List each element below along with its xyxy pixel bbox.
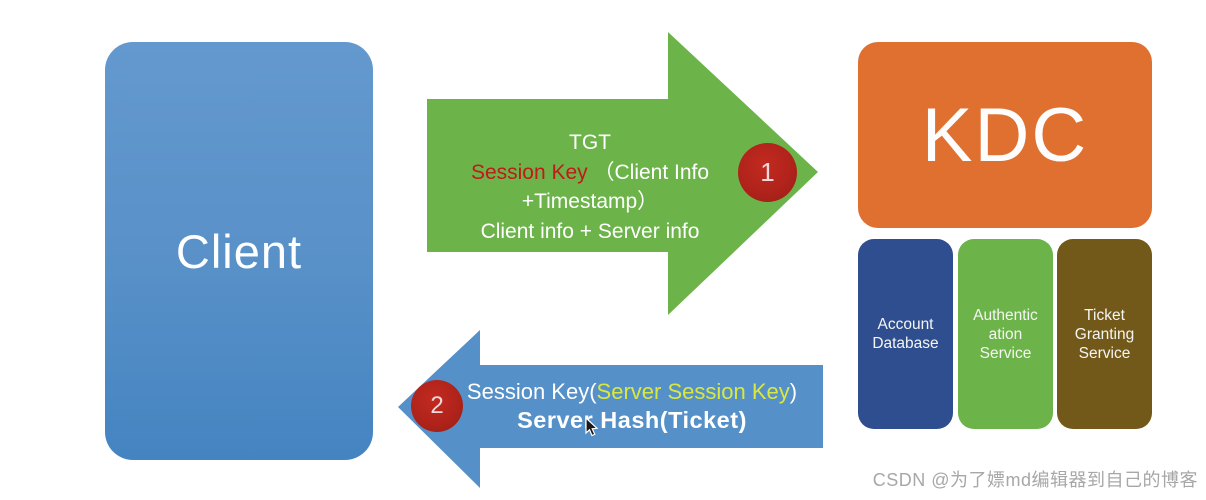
response-session-key-pre: Session Key( [466,379,597,404]
request-line-session-key: Session Key （Client Info [430,158,750,188]
authentication-service-label: Authentic ation Service [973,306,1038,362]
step-2-number: 2 [430,392,444,419]
ticket-granting-service-label: Ticket Granting Service [1074,306,1135,362]
client-label: Client [175,224,303,278]
kdc-box: KDC [858,42,1152,228]
request-line-tgt: TGT [569,131,611,154]
server-session-key-highlight: Server Session Key [596,379,790,404]
step-1-badge: 1 [738,143,797,202]
session-key-highlight: Session Key [470,160,588,184]
request-line-timestamp: +Timestamp） [521,190,659,213]
response-session-key-post: ) [789,379,798,404]
step-1-number: 1 [760,157,775,187]
ticket-granting-service-box: Ticket Granting Service [1057,239,1152,429]
request-arrow-text: TGT Session Key （Client Info +Timestamp）… [430,128,750,246]
kdc-label: KDC [921,92,1089,178]
step-2-badge: 2 [411,380,463,432]
response-arrow-text: Session Key(Server Session Key) Server H… [440,377,824,435]
response-arrow-shape [398,330,823,488]
request-line-client-server-info: Client info + Server info [480,219,700,243]
client-box: Client [105,42,373,460]
response-line-server-hash: Server Hash(Ticket) [517,407,747,433]
request-arrow-shape [427,32,818,315]
client-info-text: （Client Info [587,160,710,184]
authentication-service-box: Authentic ation Service [958,239,1053,429]
response-line-session-key: Session Key(Server Session Key) [440,377,824,406]
mouse-cursor-icon [585,417,599,437]
csdn-watermark: CSDN @为了嫖md编辑器到自己的博客 [872,470,1198,490]
account-database-label: Account Database [872,316,939,352]
account-database-box: Account Database [858,239,953,429]
